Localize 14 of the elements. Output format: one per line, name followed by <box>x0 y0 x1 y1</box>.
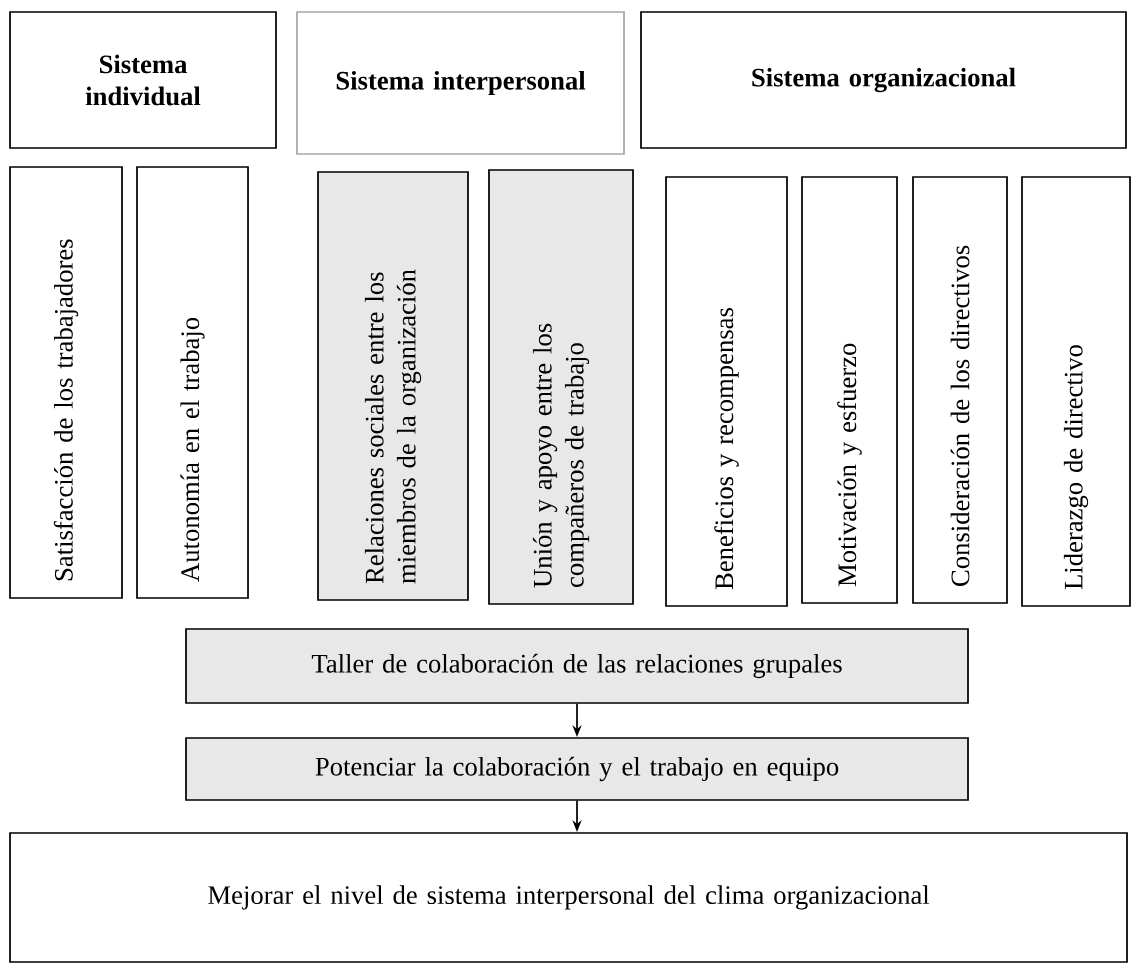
factor-box: Unión y apoyo entre los compañeros de trabajo <box>488 169 634 605</box>
factor-box: Satisfacción de los trabajadores <box>9 166 123 599</box>
factor-box: Autonomía en el trabajo <box>136 166 249 599</box>
header-box: Sistema organizacional <box>640 11 1127 149</box>
factor-box: Consideración de los directivos <box>912 176 1008 604</box>
factor-box: Relaciones sociales entre los miembros de la organización <box>317 171 469 601</box>
header-box: Sistema interpersonal <box>296 11 625 155</box>
factor-box: Motivación y esfuerzo <box>801 176 898 604</box>
process-box: Potenciar la colaboración y el trabajo en equipo <box>185 737 969 801</box>
process-box: Mejorar el nivel de sistema interpersonal del clima organizacional <box>9 832 1128 963</box>
header-box: Sistema individual <box>9 11 277 149</box>
process-box: Taller de colaboración de las relaciones grupales <box>185 628 969 704</box>
factor-box: Beneficios y recompensas <box>665 176 788 607</box>
factor-box: Liderazgo de directivo <box>1021 176 1131 607</box>
